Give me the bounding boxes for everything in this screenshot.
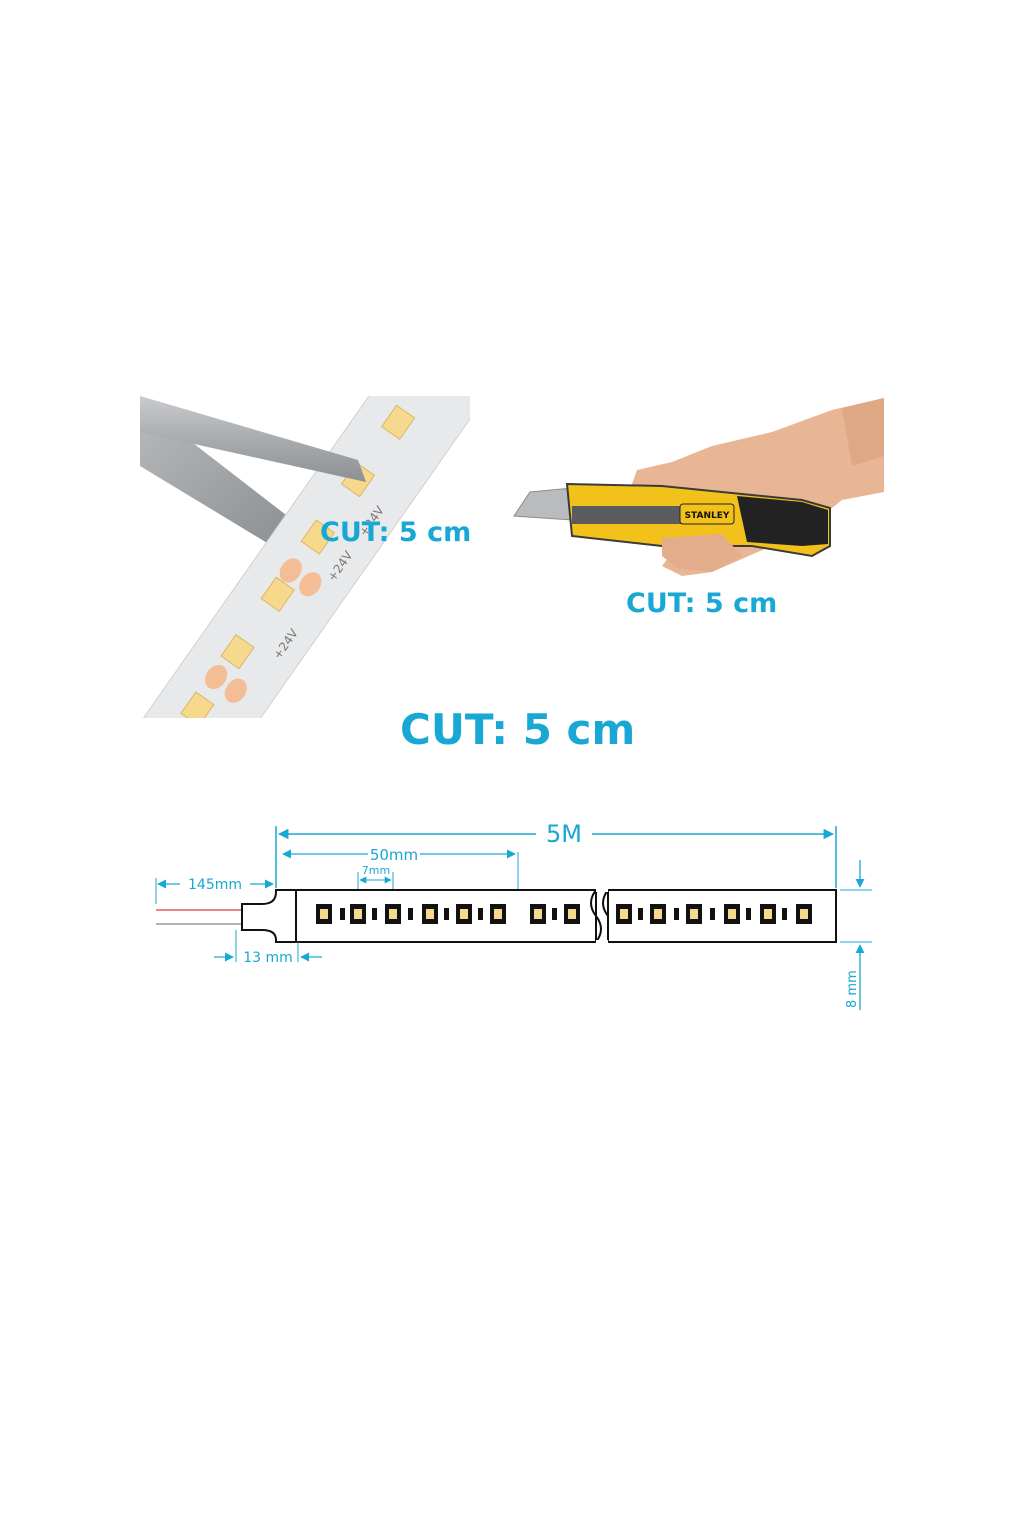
solder-pad bbox=[279, 558, 302, 583]
scissors-illustration: +24V +24V +24V bbox=[140, 396, 470, 718]
total-length-label: 5M bbox=[546, 820, 582, 848]
diagram-led-row-right bbox=[616, 904, 812, 924]
diagram-led-row-left bbox=[316, 904, 580, 924]
end-cap bbox=[241, 889, 297, 943]
scissor-upper-blade bbox=[140, 396, 366, 482]
led-chip bbox=[260, 576, 295, 612]
scissors-cut-label: CUT: 5 cm bbox=[320, 517, 472, 548]
segment-length-label: 50mm bbox=[370, 846, 418, 864]
headline: CUT: 5 cm bbox=[400, 705, 636, 754]
knife-logo-plate bbox=[679, 503, 735, 525]
led-chip bbox=[380, 404, 416, 440]
solder-pad bbox=[299, 572, 322, 597]
end-cap-dimension: 13 mm bbox=[214, 930, 322, 966]
strip-led-row bbox=[180, 404, 416, 718]
strip-width-label: 8 mm bbox=[845, 970, 860, 1008]
knife-photo: STANLEY bbox=[512, 396, 887, 581]
led-chip bbox=[180, 691, 215, 718]
knife-grip bbox=[737, 496, 828, 546]
solder-pad bbox=[205, 664, 228, 690]
total-length-dimension: 5M bbox=[275, 820, 837, 888]
end-cap-label: 13 mm bbox=[243, 950, 293, 966]
led-chip bbox=[220, 634, 255, 670]
wire-length-label: 145mm bbox=[188, 877, 242, 893]
strip-width-dimension: 8 mm bbox=[840, 860, 872, 1010]
knife-brand-label: STANLEY bbox=[685, 511, 730, 521]
knife-blade bbox=[513, 487, 573, 521]
strip-dimension-diagram: 5M 50mm 7mm 145mm bbox=[155, 820, 872, 1010]
wire-length-dimension: 145mm bbox=[155, 877, 274, 904]
scissors-photo: +24V +24V +24V bbox=[140, 396, 470, 718]
led-strip: +24V +24V +24V bbox=[140, 396, 470, 718]
led-chip bbox=[300, 519, 335, 555]
knife-cut-label: CUT: 5 cm bbox=[626, 588, 778, 619]
knife-illustration: STANLEY bbox=[513, 398, 884, 576]
solder-pad bbox=[224, 678, 247, 703]
led-pitch-label: 7mm bbox=[362, 864, 390, 877]
